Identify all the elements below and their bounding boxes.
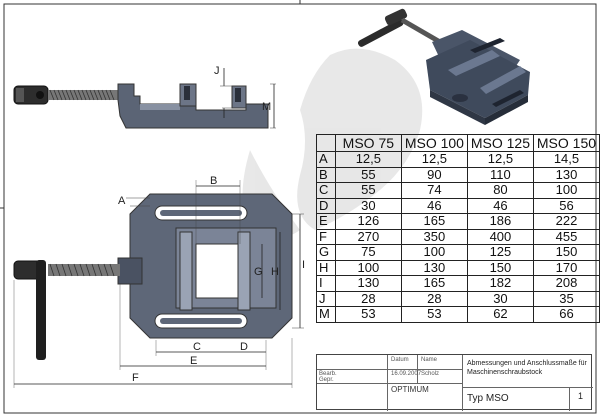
row-label: J <box>316 290 336 307</box>
table-cell: 28 <box>334 290 402 307</box>
table-cell: 46 <box>400 197 468 214</box>
side-view <box>13 68 276 129</box>
author-value: Scholz <box>421 371 440 377</box>
table-cell: 56 <box>532 197 600 214</box>
brand-logo: OPTIMUM <box>391 385 429 394</box>
row-label: E <box>316 213 336 230</box>
dim-label-A: A <box>118 195 126 207</box>
table-corner-cell <box>316 134 336 152</box>
gepr-label: Gepr. <box>319 377 334 383</box>
table-cell: 186 <box>466 213 534 230</box>
table-cell: 30 <box>334 197 402 214</box>
dim-label-M: M <box>262 101 271 113</box>
drawing-description: Abmessungen und Anschlussmaße für Maschi… <box>467 360 587 376</box>
table-cell: 270 <box>334 228 402 245</box>
row-label: H <box>316 259 336 276</box>
table-cell: 12,5 <box>400 151 468 168</box>
table-cell: 130 <box>334 275 402 292</box>
row-label: D <box>316 197 336 214</box>
table-cell: 80 <box>466 182 534 199</box>
row-label: C <box>316 182 336 199</box>
dim-label-G: G <box>254 266 263 278</box>
row-label: G <box>316 244 336 261</box>
table-cell: 53 <box>400 306 468 323</box>
table-cell: 30 <box>466 290 534 307</box>
row-label: I <box>316 275 336 292</box>
table-cell: 12,5 <box>466 151 534 168</box>
table-cell: 350 <box>400 228 468 245</box>
table-cell: 125 <box>466 244 534 261</box>
table-cell: 74 <box>400 182 468 199</box>
isometric-view <box>357 8 530 125</box>
table-cell: 165 <box>400 213 468 230</box>
title-block: Datum Name Bearb. 16.09.2007 Scholz Gepr… <box>316 354 593 411</box>
top-view <box>13 180 304 388</box>
row-label: A <box>316 151 336 168</box>
column-header: MSO 100 <box>400 134 468 152</box>
table-cell: 55 <box>334 182 402 199</box>
table-cell: 110 <box>466 166 534 183</box>
table-cell: 208 <box>532 275 600 292</box>
sheet-number: 1 <box>578 391 584 401</box>
drawing-type: Typ MSO <box>467 393 509 404</box>
table-cell: 100 <box>532 182 600 199</box>
table-cell: 90 <box>400 166 468 183</box>
table-cell: 165 <box>400 275 468 292</box>
table-cell: 170 <box>532 259 600 276</box>
row-label: B <box>316 166 336 183</box>
table-cell: 66 <box>532 306 600 323</box>
dim-label-F: F <box>132 372 139 384</box>
datum-header: Datum <box>391 357 409 363</box>
table-cell: 182 <box>466 275 534 292</box>
table-cell: 100 <box>334 259 402 276</box>
date-value: 16.09.2007 <box>391 371 422 377</box>
table-cell: 55 <box>334 166 402 183</box>
table-cell: 222 <box>532 213 600 230</box>
table-cell: 53 <box>334 306 402 323</box>
dim-label-D: D <box>240 341 248 353</box>
name-header: Name <box>421 357 438 363</box>
bearb-label: Bearb. <box>319 371 337 377</box>
dim-label-C: C <box>193 341 201 353</box>
dim-label-I: I <box>302 259 305 271</box>
table-cell: 130 <box>400 259 468 276</box>
table-cell: 150 <box>466 259 534 276</box>
column-header: MSO 150 <box>532 134 600 152</box>
table-header-row: MSO 75 MSO 100 MSO 125 MSO 150 <box>316 134 600 152</box>
dim-label-H: H <box>271 266 279 278</box>
table-cell: 126 <box>334 213 402 230</box>
column-header: MSO 75 <box>334 134 402 152</box>
column-header: MSO 125 <box>466 134 534 152</box>
table-cell: 150 <box>532 244 600 261</box>
table-cell: 62 <box>466 306 534 323</box>
table-cell: 12,5 <box>334 151 402 168</box>
table-cell: 35 <box>532 290 600 307</box>
table-cell: 400 <box>466 228 534 245</box>
table-cell: 46 <box>466 197 534 214</box>
row-label: M <box>316 306 336 323</box>
table-cell: 28 <box>400 290 468 307</box>
table-cell: 75 <box>334 244 402 261</box>
row-label: F <box>316 228 336 245</box>
table-cell: 130 <box>532 166 600 183</box>
table-cell: 14,5 <box>532 151 600 168</box>
dim-label-J: J <box>214 65 220 77</box>
table-cell: 455 <box>532 228 600 245</box>
dim-label-E: E <box>190 355 197 367</box>
table-cell: 100 <box>400 244 468 261</box>
dim-label-B: B <box>210 175 217 187</box>
